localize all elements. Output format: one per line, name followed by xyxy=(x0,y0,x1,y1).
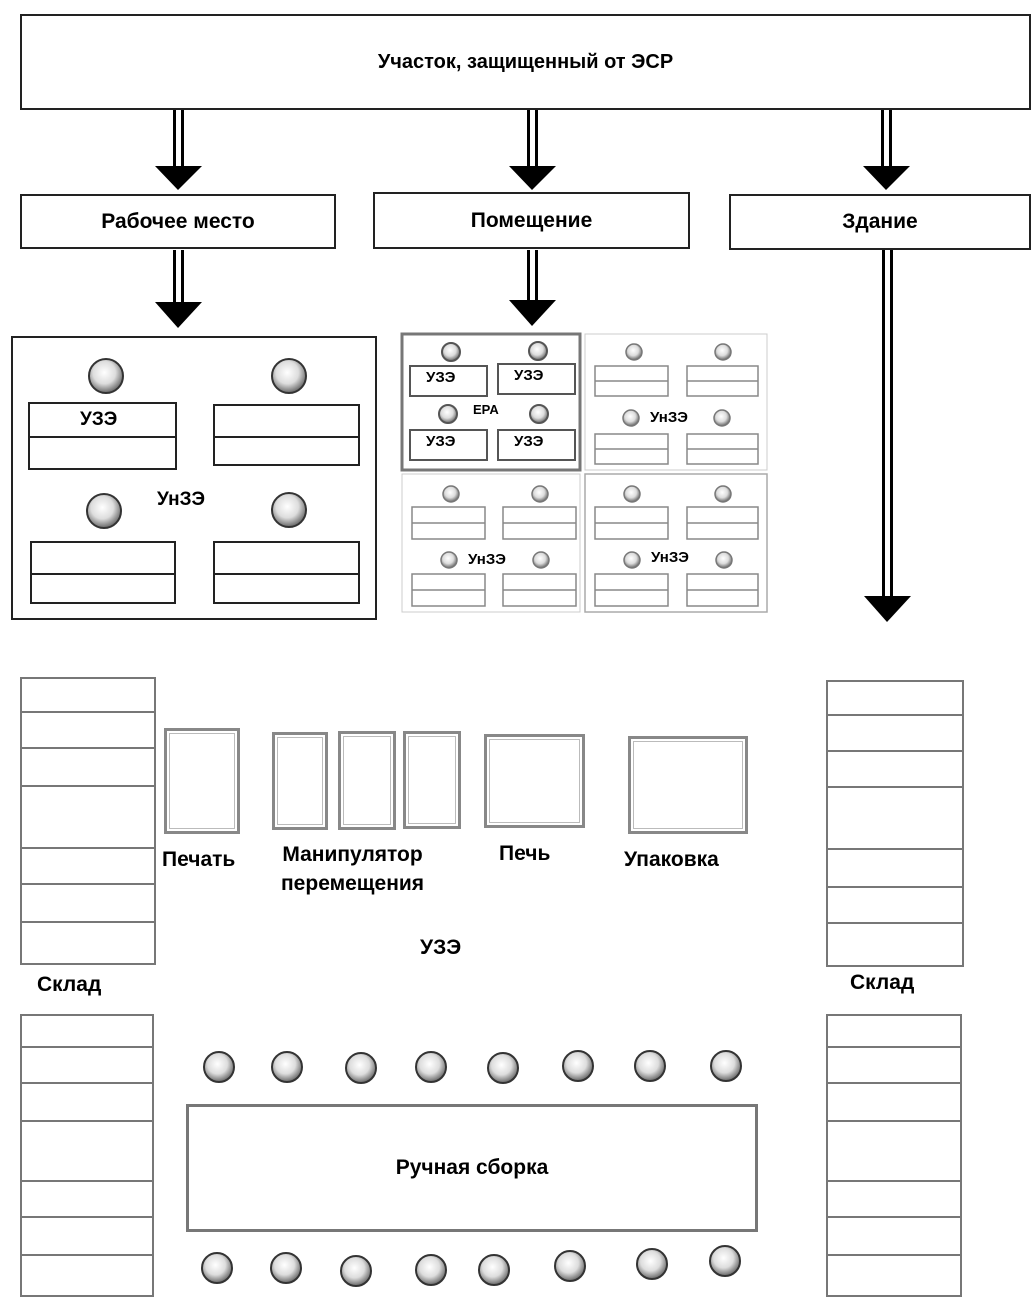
print-label: Печать xyxy=(162,848,236,871)
room-protected-label-1: УЗЭ xyxy=(424,369,458,386)
arrow-header-to-workplace xyxy=(155,110,202,190)
seat-icon xyxy=(636,1248,668,1280)
manipulator-unit-2 xyxy=(338,731,396,830)
seat-icon xyxy=(710,1050,742,1082)
room-unprotected-label-3: УнЗЭ xyxy=(651,549,689,566)
floor-protected-label: УЗЭ xyxy=(420,936,462,959)
arrow-room-to-panel xyxy=(509,250,556,326)
seat-icon xyxy=(714,343,732,361)
arrow-workplace-to-panel xyxy=(155,250,202,328)
warehouse-left-top xyxy=(20,677,156,965)
seat-icon xyxy=(714,485,732,503)
warehouse-right-bottom xyxy=(826,1014,962,1297)
seat-icon xyxy=(531,485,549,503)
workplace-protected-label: УЗЭ xyxy=(74,409,124,431)
level-room-box: Помещение xyxy=(373,192,690,249)
arrow-header-to-building xyxy=(863,110,910,190)
packing-label: Упаковка xyxy=(624,848,719,871)
workplace-unprotected-label: УнЗЭ xyxy=(157,489,205,510)
seat-icon xyxy=(86,493,122,529)
seat-icon xyxy=(532,551,550,569)
print-machine xyxy=(164,728,240,834)
seat-icon xyxy=(529,404,549,424)
room-cell xyxy=(584,473,768,613)
level-workplace-box: Рабочее место xyxy=(20,194,336,249)
seat-icon xyxy=(438,404,458,424)
arrow-header-to-room xyxy=(509,110,556,190)
seat-icon xyxy=(625,343,643,361)
warehouse-right-label: Склад xyxy=(850,971,915,994)
workplace-seats xyxy=(86,358,307,529)
workplace-desks xyxy=(28,402,360,604)
manipulator-unit-3 xyxy=(403,731,461,829)
seat-icon xyxy=(709,1245,741,1277)
level-workplace-label: Рабочее место xyxy=(101,209,255,233)
header-title: Участок, защищенный от ЭСР xyxy=(377,50,674,73)
seat-icon xyxy=(713,409,731,427)
room-epa-label: EPA xyxy=(473,402,499,417)
oven-label: Печь xyxy=(499,842,551,865)
level-building-box: Здание xyxy=(729,194,1031,250)
desk xyxy=(30,541,176,604)
seat-icon xyxy=(478,1254,510,1286)
desk xyxy=(213,541,360,604)
seat-icon xyxy=(415,1051,447,1083)
assembly-label: Ручная сборка xyxy=(395,1156,549,1179)
seat-icon xyxy=(345,1052,377,1084)
room-protected-label-2: УЗЭ xyxy=(512,367,546,384)
manual-assembly-table: Ручная сборка xyxy=(186,1104,758,1232)
seat-icon xyxy=(201,1252,233,1284)
room-protected-label-3: УЗЭ xyxy=(424,433,458,450)
seat-icon xyxy=(271,492,307,528)
seat-icon xyxy=(622,409,640,427)
room-unprotected-label-2: УнЗЭ xyxy=(468,551,506,568)
desk xyxy=(213,404,360,466)
seat-icon xyxy=(554,1250,586,1282)
seat-icon xyxy=(203,1051,235,1083)
seat-icon xyxy=(623,551,641,569)
seat-icon xyxy=(562,1050,594,1082)
seat-icon xyxy=(415,1254,447,1286)
seat-icon xyxy=(715,551,733,569)
seat-icon xyxy=(528,341,548,361)
esd-protected-area-header: Участок, защищенный от ЭСР xyxy=(20,14,1031,110)
seat-icon xyxy=(271,358,307,394)
seat-icon xyxy=(440,551,458,569)
seat-icon xyxy=(88,358,124,394)
packing-machine xyxy=(628,736,748,834)
room-cell-epa xyxy=(400,332,582,472)
seat-icon xyxy=(271,1051,303,1083)
manipulator-unit-1 xyxy=(272,732,328,830)
warehouse-left-label: Склад xyxy=(37,973,102,996)
seat-icon xyxy=(442,485,460,503)
seat-icon xyxy=(340,1255,372,1287)
level-room-label: Помещение xyxy=(470,208,593,232)
warehouse-left-bottom xyxy=(20,1014,154,1297)
seat-icon xyxy=(634,1050,666,1082)
seat-icon xyxy=(623,485,641,503)
room-cell xyxy=(401,473,581,613)
oven-machine xyxy=(484,734,585,828)
seat-icon xyxy=(487,1052,519,1084)
room-protected-label-4: УЗЭ xyxy=(512,433,546,450)
arrow-building-to-floor xyxy=(864,250,911,622)
room-cell xyxy=(584,333,768,471)
seat-icon xyxy=(270,1252,302,1284)
level-building-label: Здание xyxy=(842,210,918,233)
manipulator-label: Манипулятор перемещения xyxy=(281,843,425,895)
seat-icon xyxy=(441,342,461,362)
room-unprotected-label-1: УнЗЭ xyxy=(650,409,688,426)
warehouse-right-top xyxy=(826,680,964,967)
